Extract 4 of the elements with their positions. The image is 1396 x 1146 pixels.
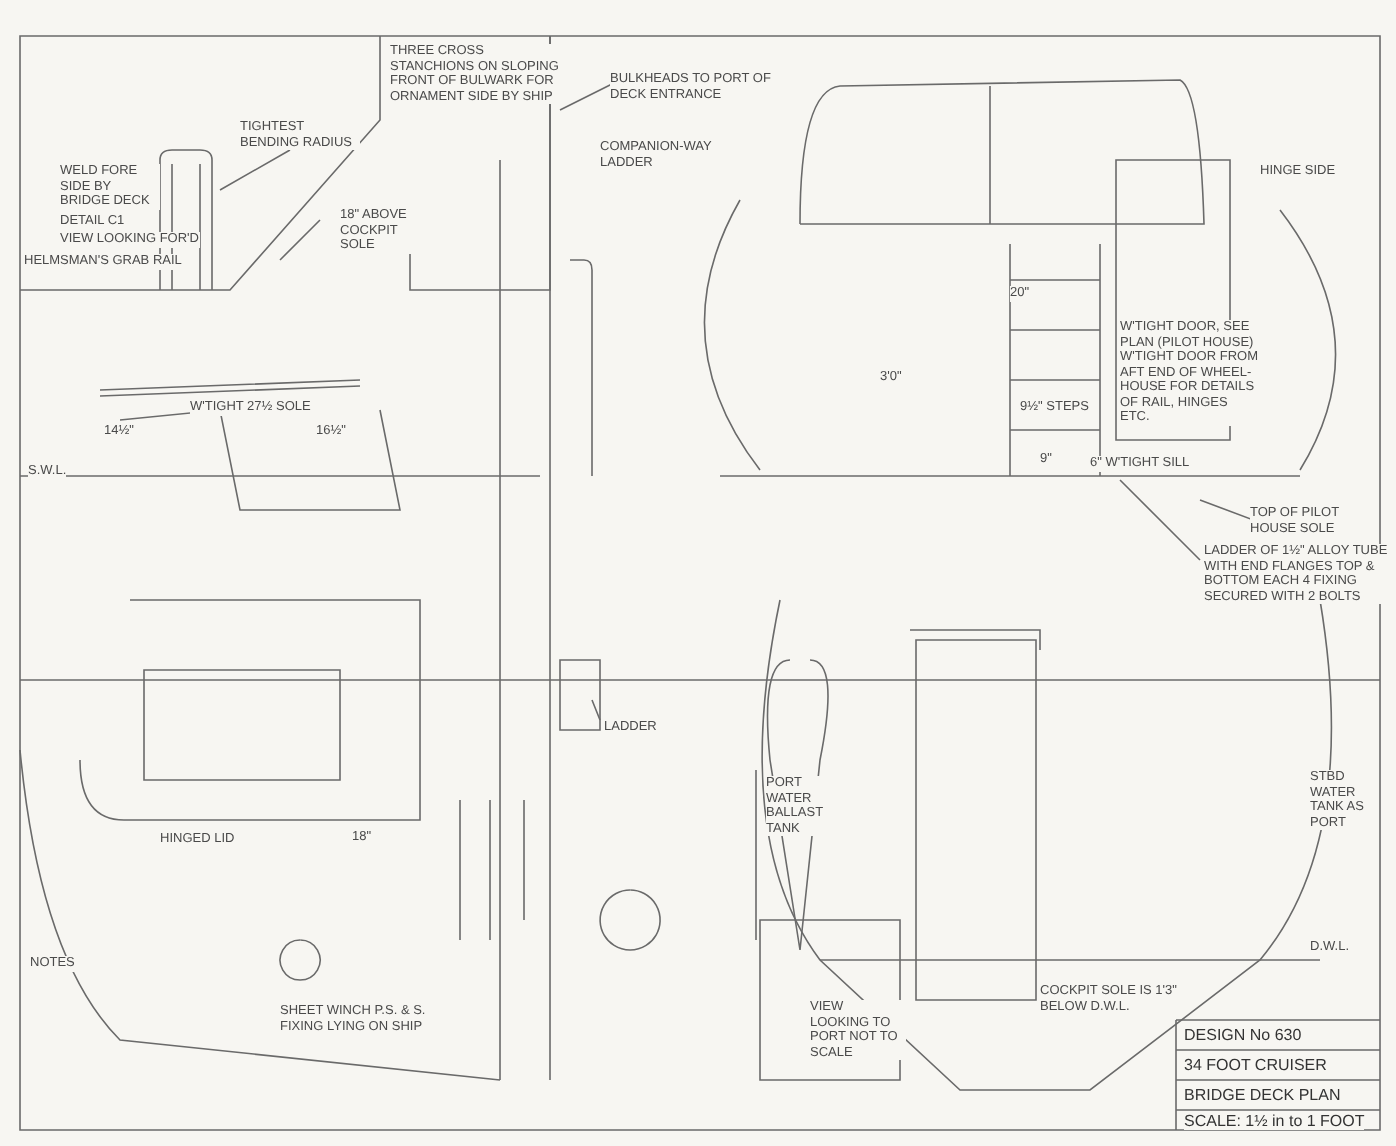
vessel-name: 34 FOOT CRUISER [1184,1056,1327,1074]
drawing-title: BRIDGE DECK PLAN [1184,1086,1341,1104]
design-number: DESIGN No 630 [1184,1026,1302,1044]
scale-note: SCALE: 1½ in to 1 FOOT [1184,1112,1365,1130]
